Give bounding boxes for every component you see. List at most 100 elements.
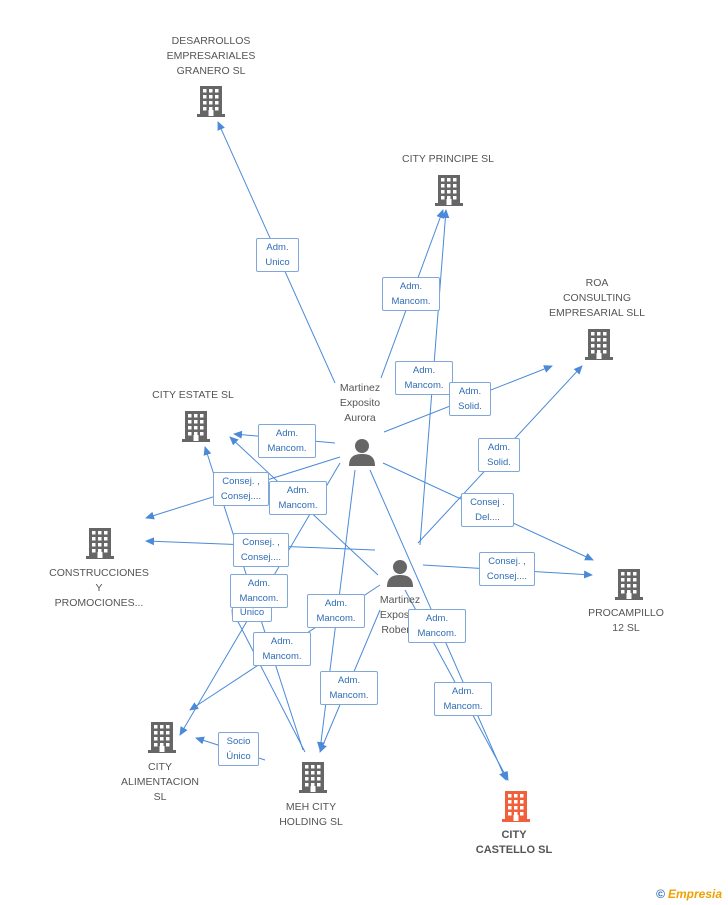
- edge-label-l13[interactable]: Adm. Mancom.: [230, 574, 288, 608]
- node-label-line: ROA: [585, 277, 609, 289]
- node-label-line: DESARROLLOS: [171, 35, 251, 47]
- edge-label-line: Adm.: [266, 242, 289, 253]
- edge-label-line: Adm.: [458, 386, 482, 397]
- edge-label-l9[interactable]: Consej . Del....: [461, 493, 514, 527]
- edge-label-line: Adm.: [275, 428, 299, 439]
- node-label-line: CONSTRUCCIONES: [49, 567, 149, 579]
- edge-label-l3[interactable]: Adm. Mancom.: [395, 361, 453, 395]
- edge-label-line: Consej....: [486, 571, 528, 582]
- node-label-line: HOLDING SL: [279, 816, 343, 828]
- edge-label-line: Adm.: [399, 281, 423, 292]
- edge-label-line: Solid.: [458, 401, 482, 412]
- edge-label-line: Consej....: [220, 491, 262, 502]
- edge-label-line: Mancom.: [278, 500, 318, 511]
- node-label-line: Y: [95, 582, 103, 594]
- edge-label-line: Adm.: [487, 442, 511, 453]
- edge-label-l6[interactable]: Adm. Solid.: [478, 438, 520, 472]
- node-label-line: Exposito: [339, 397, 381, 409]
- edge-label-l18[interactable]: Adm. Mancom.: [434, 682, 492, 716]
- person-icon[interactable]: [385, 558, 415, 593]
- node-label-line: EMPRESARIALES: [166, 50, 256, 62]
- edge-label-line: Adm.: [270, 636, 294, 647]
- node-label-roa[interactable]: ROA CONSULTING EMPRESARIAL SLL: [527, 276, 667, 321]
- copyright-symbol: ©: [656, 887, 665, 901]
- building-icon[interactable]: [195, 84, 227, 123]
- edge-label-line: Mancom.: [417, 628, 457, 639]
- edge-label-l14[interactable]: Adm. Mancom.: [307, 594, 365, 628]
- edge-label-l1[interactable]: Adm. Unico: [256, 238, 299, 272]
- edge-label-line: Mancom.: [329, 690, 369, 701]
- building-icon[interactable]: [583, 327, 615, 366]
- edge-label-line: Solid.: [487, 457, 511, 468]
- edge-label-line: Mancom.: [391, 296, 431, 307]
- building-icon[interactable]: [84, 526, 116, 565]
- footer-brand[interactable]: ©Empresia: [656, 887, 722, 901]
- edge-label-line: Consej....: [240, 552, 282, 563]
- node-label-line: PROCAMPILLO: [588, 607, 664, 619]
- node-label-line: MEH CITY: [285, 801, 337, 813]
- edge-label-l11[interactable]: Consej. , Consej....: [479, 552, 535, 586]
- edge-label-l15[interactable]: Adm. Mancom.: [408, 609, 466, 643]
- person-icon[interactable]: [347, 437, 377, 472]
- edge-label-line: Adm.: [324, 598, 348, 609]
- node-label-desarrollos[interactable]: DESARROLLOS EMPRESARIALES GRANERO SL: [141, 34, 281, 79]
- building-icon[interactable]: [500, 789, 532, 828]
- edge-label-line: Único: [226, 751, 251, 762]
- edge-label-line: Consej. ,: [488, 556, 526, 567]
- edge-label-l7[interactable]: Consej. ,Consej....: [213, 472, 269, 506]
- edge-label-line: Mancom.: [239, 593, 279, 604]
- edge-label-line: Mancom.: [316, 613, 356, 624]
- edge-label-l17[interactable]: Adm. Mancom.: [320, 671, 378, 705]
- edge-label-l2[interactable]: Adm. Mancom.: [382, 277, 440, 311]
- building-icon[interactable]: [146, 720, 178, 759]
- node-label-estate[interactable]: CITY ESTATE SL: [123, 388, 263, 403]
- edge-label-l4[interactable]: Adm. Solid.: [449, 382, 491, 416]
- edge-label-line: Adm.: [337, 675, 361, 686]
- edge-label-l5[interactable]: Adm. Mancom.: [258, 424, 316, 458]
- node-label-line: CASTELLO SL: [475, 844, 553, 856]
- edge-label-l8[interactable]: Adm. Mancom.: [269, 481, 327, 515]
- node-label-line: ALIMENTACION: [121, 776, 199, 788]
- node-label-line: PROMOCIONES...: [54, 597, 144, 609]
- edge-label-l10[interactable]: Consej. , Consej....: [233, 533, 289, 567]
- building-icon[interactable]: [297, 760, 329, 799]
- node-label-principe[interactable]: CITY PRINCIPE SL: [378, 152, 518, 167]
- node-label-meh[interactable]: MEH CITY HOLDING SL: [241, 800, 381, 830]
- edge-label-line: Adm.: [425, 613, 449, 624]
- edge-label-line: Consej. ,: [242, 537, 280, 548]
- building-icon[interactable]: [433, 173, 465, 212]
- edge-label-line: Adm.: [412, 365, 436, 376]
- edge-label-line: Mancom.: [267, 443, 307, 454]
- node-label-castello[interactable]: CITY CASTELLO SL: [444, 828, 584, 858]
- node-label-line: CITY: [148, 761, 172, 773]
- edge-label-line: Adm.: [286, 485, 310, 496]
- node-label-line: SL: [153, 791, 167, 803]
- node-label-line: 12 SL: [612, 622, 640, 634]
- node-label-line: CONSULTING: [562, 292, 632, 304]
- node-label-line: Aurora: [344, 412, 376, 424]
- node-label-line: CITY ESTATE SL: [152, 389, 234, 401]
- edge-label-line: Mancom.: [443, 701, 483, 712]
- building-icon[interactable]: [180, 409, 212, 448]
- edge-label-line: Socio: [226, 736, 251, 747]
- edge-label-line: Unico: [239, 607, 265, 618]
- edge-label-l16[interactable]: Adm.Mancom.: [253, 632, 311, 666]
- node-label-alimentacion[interactable]: CITY ALIMENTACION SL: [90, 760, 230, 805]
- edge-label-line: Mancom.: [404, 380, 444, 391]
- node-label-procampillo[interactable]: PROCAMPILLO 12 SL: [556, 606, 696, 636]
- edge-label-line: Unico: [265, 257, 290, 268]
- node-label-line: EMPRESARIAL SLL: [549, 307, 645, 319]
- edge-label-line: Del....: [475, 512, 500, 523]
- edge-line-19: [231, 609, 306, 753]
- edge-label-line: Consej .: [470, 497, 505, 508]
- node-label-construcciones[interactable]: CONSTRUCCIONES Y PROMOCIONES...: [29, 566, 169, 611]
- node-label-line: CITY PRINCIPE SL: [402, 153, 494, 165]
- building-icon[interactable]: [613, 567, 645, 606]
- node-label-line: GRANERO SL: [176, 65, 246, 77]
- edge-label-line: Adm.: [247, 578, 271, 589]
- edge-label-line: Adm.: [451, 686, 475, 697]
- node-label-line: CITY: [501, 829, 527, 841]
